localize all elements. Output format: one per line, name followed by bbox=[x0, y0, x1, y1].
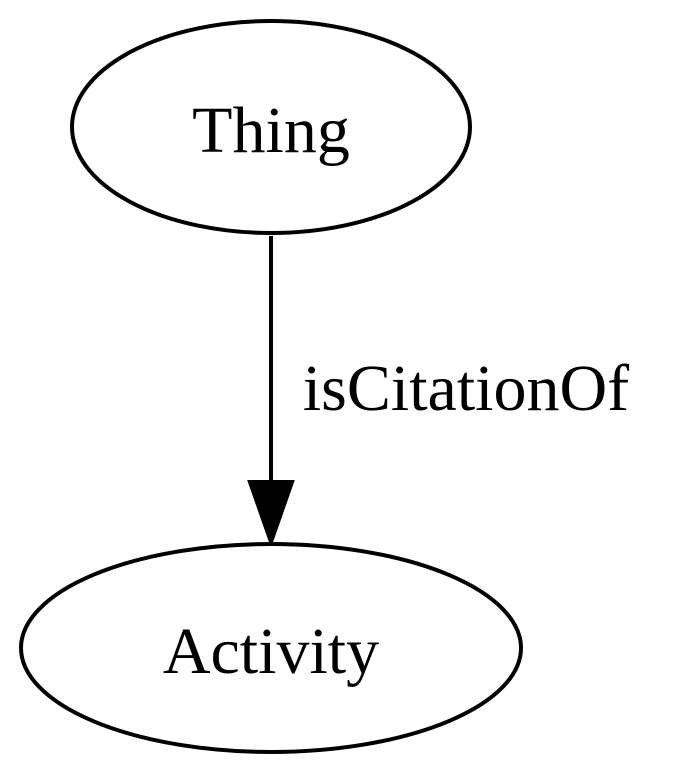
edge-label: isCitationOf bbox=[303, 352, 629, 425]
node-activity-label: Activity bbox=[163, 615, 379, 688]
arrow-head bbox=[247, 480, 295, 549]
node-thing-label: Thing bbox=[192, 94, 350, 167]
edge-isCitationOf: isCitationOf bbox=[247, 236, 629, 549]
node-thing[interactable]: Thing bbox=[70, 19, 472, 235]
node-activity-shape bbox=[19, 542, 523, 754]
node-activity[interactable]: Activity bbox=[19, 542, 523, 754]
node-thing-shape bbox=[70, 19, 472, 235]
